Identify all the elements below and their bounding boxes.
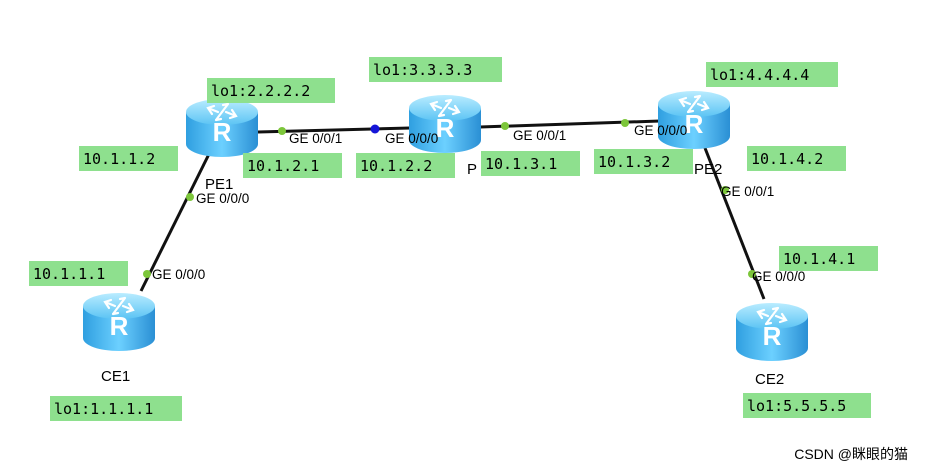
- port-label-pe1-ge000: GE 0/0/0: [196, 191, 249, 206]
- device-name-pe2: PE2: [694, 161, 722, 178]
- loopback-label: lo1:2.2.2.2: [211, 82, 310, 100]
- loopback-label: lo1:3.3.3.3: [373, 61, 472, 79]
- port-dot-pe2-ge000[interactable]: [621, 119, 629, 127]
- port-label-pe1-ge001: GE 0/0/1: [289, 131, 342, 146]
- router-icon: [656, 89, 732, 151]
- link-p-pe2[interactable]: [479, 119, 661, 129]
- port-label-pe2-ge001: GE 0/0/1: [721, 184, 774, 199]
- router-icon: [734, 301, 810, 363]
- router-pe2[interactable]: [656, 89, 732, 151]
- ip-tag-pe2-ge000: 10.1.3.2: [594, 149, 693, 174]
- loopback-tag-ce2: lo1:5.5.5.5: [743, 393, 871, 418]
- ip-tag-p-ge000: 10.1.2.2: [356, 153, 455, 178]
- port-dot-p-ge001[interactable]: [501, 122, 509, 130]
- loopback-label: lo1:1.1.1.1: [54, 400, 153, 418]
- watermark: CSDN @眯眼的猫: [794, 446, 908, 462]
- port-label-p-ge000: GE 0/0/0: [385, 131, 438, 146]
- ip-label: 10.1.2.1: [247, 157, 319, 175]
- port-dot-pe2-ge001[interactable]: [721, 186, 729, 194]
- device-name-pe1: PE1: [205, 176, 233, 193]
- port-dot-pe1-ge000[interactable]: [186, 193, 194, 201]
- loopback-label: lo1:5.5.5.5: [747, 397, 846, 415]
- device-name-ce2: CE2: [755, 371, 784, 388]
- router-icon: [81, 291, 157, 353]
- loopback-tag-pe2: lo1:4.4.4.4: [706, 62, 838, 87]
- ip-tag-pe1-ge001: 10.1.2.1: [243, 153, 342, 178]
- loopback-tag-ce1: lo1:1.1.1.1: [50, 396, 182, 421]
- ip-label: 10.1.3.1: [485, 155, 557, 173]
- port-label-ce2: GE 0/0/0: [752, 269, 805, 284]
- port-label-ce1: GE 0/0/0: [152, 267, 205, 282]
- router-ce1[interactable]: [81, 291, 157, 353]
- ip-tag-p-ge001: 10.1.3.1: [481, 151, 580, 176]
- ip-label: 10.1.4.2: [751, 150, 823, 168]
- device-name-p: P: [467, 161, 477, 178]
- ip-tag-ce1: 10.1.1.1: [29, 261, 128, 286]
- ip-label: 10.1.3.2: [598, 153, 670, 171]
- port-label-pe2-ge000: GE 0/0/0: [634, 123, 687, 138]
- ip-label: 10.1.1.2: [83, 150, 155, 168]
- link-ce1-pe1[interactable]: [139, 151, 212, 292]
- router-ce2[interactable]: [734, 301, 810, 363]
- ip-label: 10.1.1.1: [33, 265, 105, 283]
- loopback-tag-pe1: lo1:2.2.2.2: [207, 78, 335, 103]
- port-dot-pe1-ge001[interactable]: [278, 127, 286, 135]
- port-dots: [143, 119, 756, 278]
- port-label-p-ge001: GE 0/0/1: [513, 128, 566, 143]
- ip-label: 10.1.4.1: [783, 250, 855, 268]
- loopback-label: lo1:4.4.4.4: [710, 66, 809, 84]
- ip-tag-pe1-ge000: 10.1.1.2: [79, 146, 178, 171]
- ip-label: 10.1.2.2: [360, 157, 432, 175]
- port-dot-ce2-ge000[interactable]: [748, 270, 756, 278]
- ip-tag-ce2: 10.1.4.1: [779, 246, 878, 271]
- loopback-tag-p: lo1:3.3.3.3: [369, 57, 502, 82]
- router-pe1[interactable]: [184, 97, 260, 159]
- device-name-ce1: CE1: [101, 368, 130, 385]
- port-dot-p-ge000[interactable]: [370, 124, 380, 134]
- port-dot-ce1-ge000[interactable]: [143, 270, 151, 278]
- router-icon: [184, 97, 260, 159]
- ip-tag-pe2-ge001: 10.1.4.2: [747, 146, 846, 171]
